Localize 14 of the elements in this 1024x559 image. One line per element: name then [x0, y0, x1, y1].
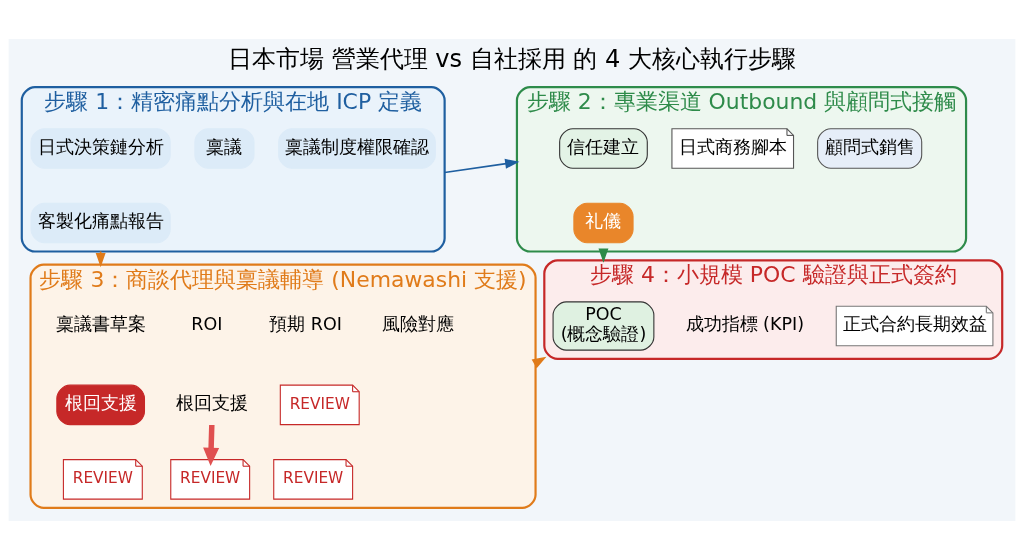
node-text: 根回支援 — [176, 392, 249, 413]
node-box: 信任建立 — [559, 127, 648, 169]
node-box: 礼儀 — [573, 202, 634, 243]
node-text: 預期 ROI — [269, 313, 342, 334]
node-box: 根回支援 — [56, 384, 146, 425]
label: ROI — [191, 313, 223, 334]
arrow — [203, 424, 220, 466]
node-text: 成功指標 (KPI) — [685, 313, 805, 334]
node-text: 稟議書草案 — [55, 313, 146, 334]
node-box: 顧問式銷售 — [817, 127, 923, 169]
node-box: POC (概念驗證) — [552, 300, 655, 351]
diagram-title: 日本市場 營業代理 vs 自社採用 的 4 大核心執行步驟 — [227, 44, 797, 73]
arrow — [443, 158, 520, 173]
node-text: 風險對應 — [382, 313, 455, 334]
